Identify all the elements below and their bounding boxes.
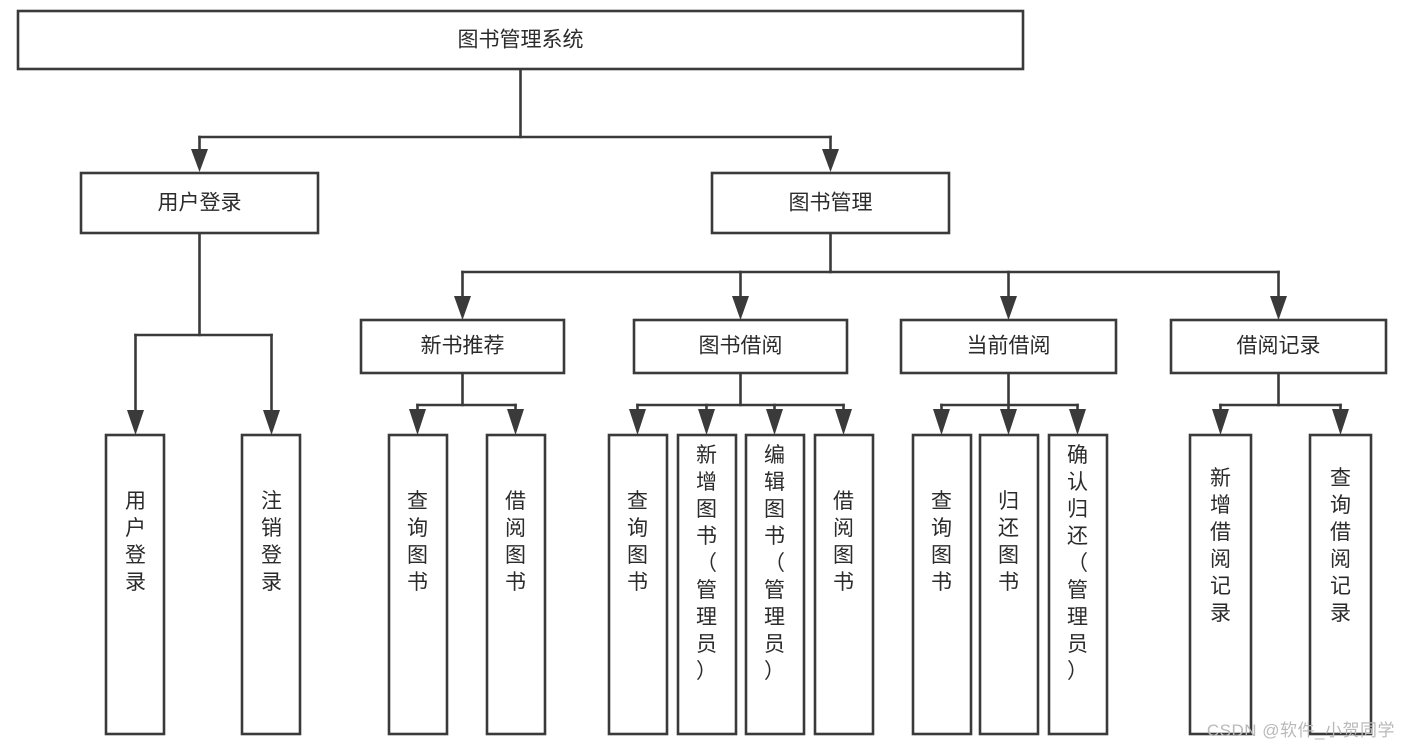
node-leaf-confirm-return-box[interactable] [1047, 433, 1109, 736]
node-book-borrow[interactable]: 图书借阅 [632, 318, 849, 375]
node-user-login-box[interactable] [79, 171, 320, 235]
arrow-to-leaf-borrow-book-1 [507, 409, 524, 435]
node-new-book-recommend-label: 新书推荐 [421, 335, 505, 358]
arrow-to-leaf-add-book [698, 409, 715, 435]
arrow-to-leaf-return-book [1000, 409, 1017, 435]
node-borrow-record-box[interactable] [1169, 318, 1388, 375]
node-leaf-borrow-book-1-box[interactable] [485, 433, 547, 736]
node-new-book-recommend-box[interactable] [359, 318, 566, 375]
node-borrow-record-label: 借阅记录 [1237, 335, 1321, 358]
node-new-book-recommend[interactable]: 新书推荐 [359, 318, 566, 375]
node-leaf-edit-book-label: 编辑图书（管理员） [764, 444, 785, 683]
node-leaf-borrow-book-2[interactable]: 借阅图书 [813, 433, 875, 736]
node-leaf-query-record-box[interactable] [1308, 433, 1373, 736]
node-user-login[interactable]: 用户登录 [79, 171, 320, 235]
node-leaf-return-book-box[interactable] [978, 433, 1040, 736]
node-leaf-query-book-1[interactable]: 查询图书 [387, 433, 449, 736]
arrow-to-leaf-confirm-return [1069, 409, 1086, 435]
node-leaf-query-book-3-label: 查询图书 [931, 490, 952, 594]
node-leaf-add-book[interactable]: 新增图书（管理员） [676, 433, 738, 736]
node-book-manage-label: 图书管理 [789, 192, 873, 215]
node-leaf-user-login-label: 用户登录 [125, 490, 146, 594]
arrow-to-leaf-query-book-3 [933, 409, 950, 435]
node-leaf-add-book-box[interactable] [676, 433, 738, 736]
node-root[interactable]: 图书管理系统 [16, 9, 1025, 71]
node-borrow-record[interactable]: 借阅记录 [1169, 318, 1388, 375]
node-leaf-query-book-2-label: 查询图书 [627, 490, 648, 594]
node-leaf-query-book-3[interactable]: 查询图书 [911, 433, 973, 736]
arrow-to-borrow-record [1270, 296, 1287, 320]
node-leaf-query-record[interactable]: 查询借阅记录 [1308, 433, 1373, 736]
node-root-box[interactable] [16, 9, 1025, 71]
arrow-to-user-login [191, 149, 208, 172]
node-current-borrow[interactable]: 当前借阅 [899, 318, 1118, 375]
node-leaf-add-book-label: 新增图书（管理员） [696, 444, 717, 683]
arrow-to-book-borrow [732, 296, 749, 320]
node-leaf-query-book-2-box[interactable] [607, 433, 669, 736]
arrow-to-leaf-user-login [127, 410, 144, 435]
node-leaf-user-logout-label: 注销登录 [261, 490, 282, 594]
node-leaf-query-book-1-label: 查询图书 [407, 490, 428, 594]
node-root-label: 图书管理系统 [458, 29, 584, 52]
arrow-to-book-manage [822, 149, 839, 172]
node-leaf-borrow-book-1-label: 借阅图书 [505, 490, 526, 594]
arrow-to-leaf-query-book-2 [629, 409, 646, 435]
connector-layer [127, 67, 1349, 435]
node-leaf-add-record-box[interactable] [1188, 433, 1253, 736]
node-leaf-borrow-book-1[interactable]: 借阅图书 [485, 433, 547, 736]
node-leaf-user-logout-box[interactable] [240, 433, 302, 736]
arrow-to-leaf-query-record [1332, 409, 1349, 435]
node-leaf-query-book-1-box[interactable] [387, 433, 449, 736]
node-book-manage[interactable]: 图书管理 [710, 171, 951, 235]
arrow-to-current-borrow [1000, 296, 1017, 320]
arrow-to-leaf-edit-book [766, 409, 783, 435]
node-leaf-edit-book-box[interactable] [744, 433, 806, 736]
node-leaf-user-login[interactable]: 用户登录 [104, 433, 166, 736]
arrow-to-new-book-recommend [454, 296, 471, 320]
node-leaf-user-logout[interactable]: 注销登录 [240, 433, 302, 736]
node-book-manage-box[interactable] [710, 171, 951, 235]
node-current-borrow-label: 当前借阅 [967, 335, 1051, 358]
arrow-to-leaf-add-record [1212, 409, 1229, 435]
node-user-login-label: 用户登录 [158, 192, 242, 215]
arrow-to-leaf-query-book-1 [409, 409, 426, 435]
node-leaf-edit-book[interactable]: 编辑图书（管理员） [744, 433, 806, 736]
node-leaf-return-book-label: 归还图书 [998, 490, 1019, 594]
node-leaf-query-book-2[interactable]: 查询图书 [607, 433, 669, 736]
arrow-to-leaf-user-logout [263, 410, 280, 435]
node-leaf-user-login-box[interactable] [104, 433, 166, 736]
node-leaf-confirm-return[interactable]: 确认归还（管理员） [1047, 433, 1109, 736]
arrow-to-leaf-borrow-book-2 [835, 409, 852, 435]
node-leaf-borrow-book-2-label: 借阅图书 [833, 490, 854, 594]
node-book-borrow-label: 图书借阅 [699, 335, 783, 358]
node-book-borrow-box[interactable] [632, 318, 849, 375]
node-leaf-query-book-3-box[interactable] [911, 433, 973, 736]
node-leaf-add-record-label: 新增借阅记录 [1210, 467, 1231, 625]
node-leaf-borrow-book-2-box[interactable] [813, 433, 875, 736]
node-leaf-query-record-label: 查询借阅记录 [1330, 467, 1351, 625]
node-leaf-confirm-return-label: 确认归还（管理员） [1067, 444, 1088, 683]
node-leaf-return-book[interactable]: 归还图书 [978, 433, 1040, 736]
node-leaf-add-record[interactable]: 新增借阅记录 [1188, 433, 1253, 736]
node-current-borrow-box[interactable] [899, 318, 1118, 375]
